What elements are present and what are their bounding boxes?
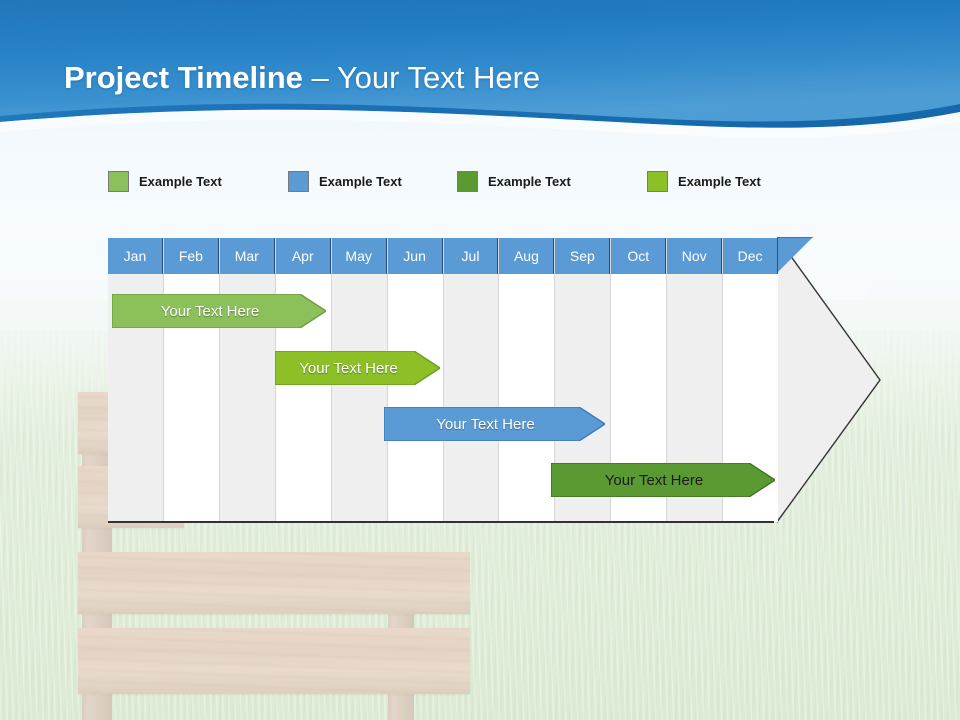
timeline-bars: Your Text Here Your Text Here Your Text …	[108, 238, 880, 524]
legend-item-label: Example Text	[139, 173, 222, 189]
timeline-bar[interactable]: Your Text Here	[112, 294, 326, 328]
month-header-cell[interactable]: Feb	[163, 238, 219, 274]
legend-item-label: Example Text	[678, 173, 761, 189]
month-header-cell[interactable]: Jan	[108, 238, 163, 274]
legend-item-label: Example Text	[488, 173, 571, 189]
bar-arrow-shape	[384, 407, 605, 441]
month-header-cell[interactable]: Mar	[219, 238, 275, 274]
timeline-bar[interactable]: Your Text Here	[551, 463, 775, 497]
page-title-bold: Project Timeline	[64, 60, 303, 95]
month-column-body	[443, 274, 499, 522]
month-header-cell[interactable]: Oct	[611, 238, 667, 274]
timeline-column-jul[interactable]: Jul	[443, 238, 500, 522]
month-header-cell[interactable]: Jun	[387, 238, 443, 274]
month-header-cell[interactable]: Aug	[499, 238, 555, 274]
legend-item-label: Example Text	[319, 173, 402, 189]
timeline-column-jan[interactable]: Jan	[108, 238, 164, 522]
timeline-bar[interactable]: Your Text Here	[384, 407, 605, 441]
month-column-body	[331, 274, 387, 522]
timeline-arrow-head	[777, 237, 881, 523]
timeline-column-aug[interactable]: Aug	[499, 238, 556, 522]
timeline-bar-label: Your Text Here	[604, 471, 704, 489]
legend-swatch-icon	[108, 170, 129, 192]
month-column-body	[499, 274, 555, 522]
legend-item[interactable]: Example Text	[647, 167, 761, 195]
legend-item[interactable]: Example Text	[457, 167, 571, 195]
page-title: Project Timeline – Your Text Here	[64, 58, 540, 98]
timeline-baseline	[108, 521, 774, 523]
bar-arrow-shape	[112, 294, 326, 328]
legend-item[interactable]: Example Text	[108, 167, 222, 195]
legend-item[interactable]: Example Text	[288, 167, 402, 195]
month-header-cell[interactable]: Nov	[667, 238, 723, 274]
timeline-column-feb[interactable]: Feb	[163, 238, 220, 522]
month-column-body	[387, 274, 443, 522]
timeline-chart: Jan Feb Mar Apr May Jun Jul Aug Sep Oct …	[108, 237, 881, 524]
bar-arrow-shape	[275, 351, 440, 385]
timeline-bar[interactable]: Your Text Here	[275, 351, 440, 385]
legend: Example Text Example Text Example Text E…	[108, 167, 808, 197]
timeline-bar-label: Your Text Here	[436, 415, 535, 433]
month-header-cell[interactable]: Jul	[443, 238, 499, 274]
timeline-column-may[interactable]: May	[331, 238, 388, 522]
page-title-regular: Your Text Here	[336, 60, 541, 95]
bar-arrow-shape	[551, 463, 775, 497]
month-header-cell[interactable]: Apr	[275, 238, 331, 274]
timeline-bar-label: Your Text Here	[160, 302, 260, 320]
legend-swatch-icon	[457, 170, 478, 192]
month-header-cell[interactable]: Dec	[723, 238, 779, 274]
legend-swatch-icon	[288, 170, 309, 192]
month-header-cell[interactable]: Sep	[555, 238, 611, 274]
timeline-column-jun[interactable]: Jun	[387, 238, 444, 522]
month-header-cell[interactable]: May	[331, 238, 387, 274]
header-banner	[0, 0, 960, 138]
legend-swatch-icon	[647, 170, 668, 192]
timeline-bar-label: Your Text Here	[299, 359, 398, 377]
timeline-column-mar[interactable]: Mar	[219, 238, 276, 522]
page-title-separator: –	[302, 60, 337, 95]
